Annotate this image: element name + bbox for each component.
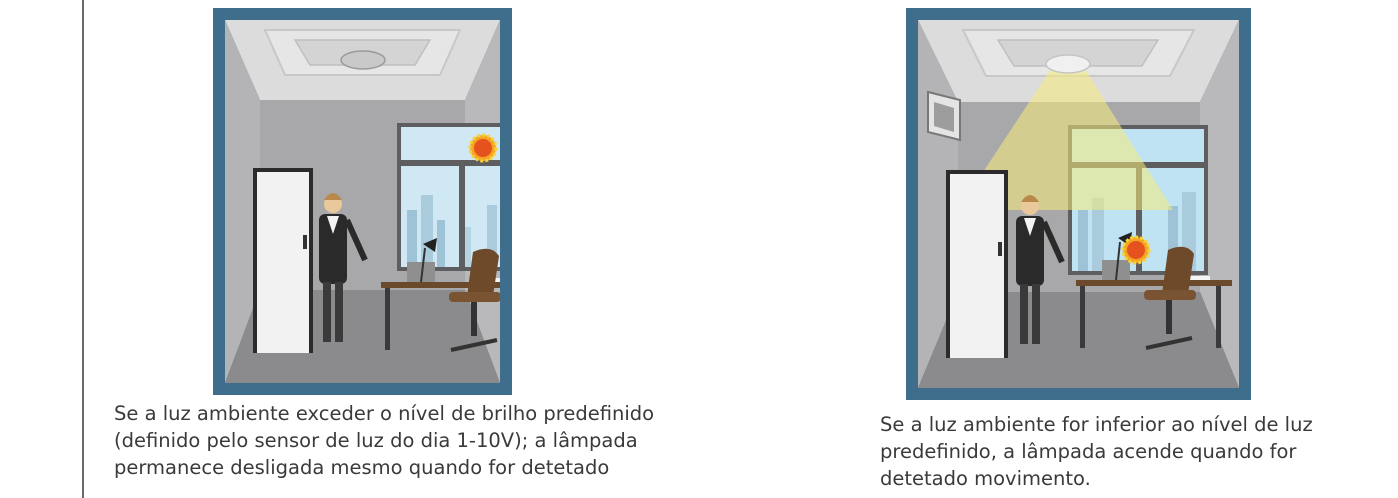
person-icon — [1016, 195, 1065, 344]
caption-line: permanece desligada mesmo quando for det… — [114, 456, 610, 479]
ceiling-lamp-icon — [340, 50, 386, 70]
left-divider-line — [82, 0, 84, 498]
motion-sensor-icon — [927, 90, 961, 142]
caption-light-on: Se a luz ambiente for inferior ao nível … — [880, 411, 1313, 492]
door-icon — [946, 170, 1008, 358]
ceiling-lamp-icon — [1045, 54, 1091, 74]
office-chair-icon — [449, 248, 500, 352]
caption-line: (definido pelo sensor de luz do dia 1-10… — [114, 429, 638, 452]
desk-icon — [381, 238, 500, 350]
room-scene-svg — [225, 20, 500, 383]
door-icon — [253, 168, 313, 353]
room-scene-svg — [918, 20, 1239, 388]
sun-icon — [468, 133, 498, 163]
room-illustration-light-on — [906, 8, 1251, 400]
sun-icon — [1121, 235, 1151, 265]
caption-line: Se a luz ambiente exceder o nível de bri… — [114, 402, 655, 425]
caption-line: predefinido, a lâmpada acende quando for — [880, 440, 1297, 463]
caption-light-off: Se a luz ambiente exceder o nível de bri… — [114, 400, 654, 481]
office-chair-icon — [1144, 246, 1196, 350]
caption-line: Se a luz ambiente for inferior ao nível … — [880, 413, 1313, 436]
caption-line: detetado movimento. — [880, 467, 1091, 490]
light-beam — [958, 66, 1173, 210]
room-illustration-light-off — [213, 8, 512, 395]
person-icon — [319, 193, 368, 342]
